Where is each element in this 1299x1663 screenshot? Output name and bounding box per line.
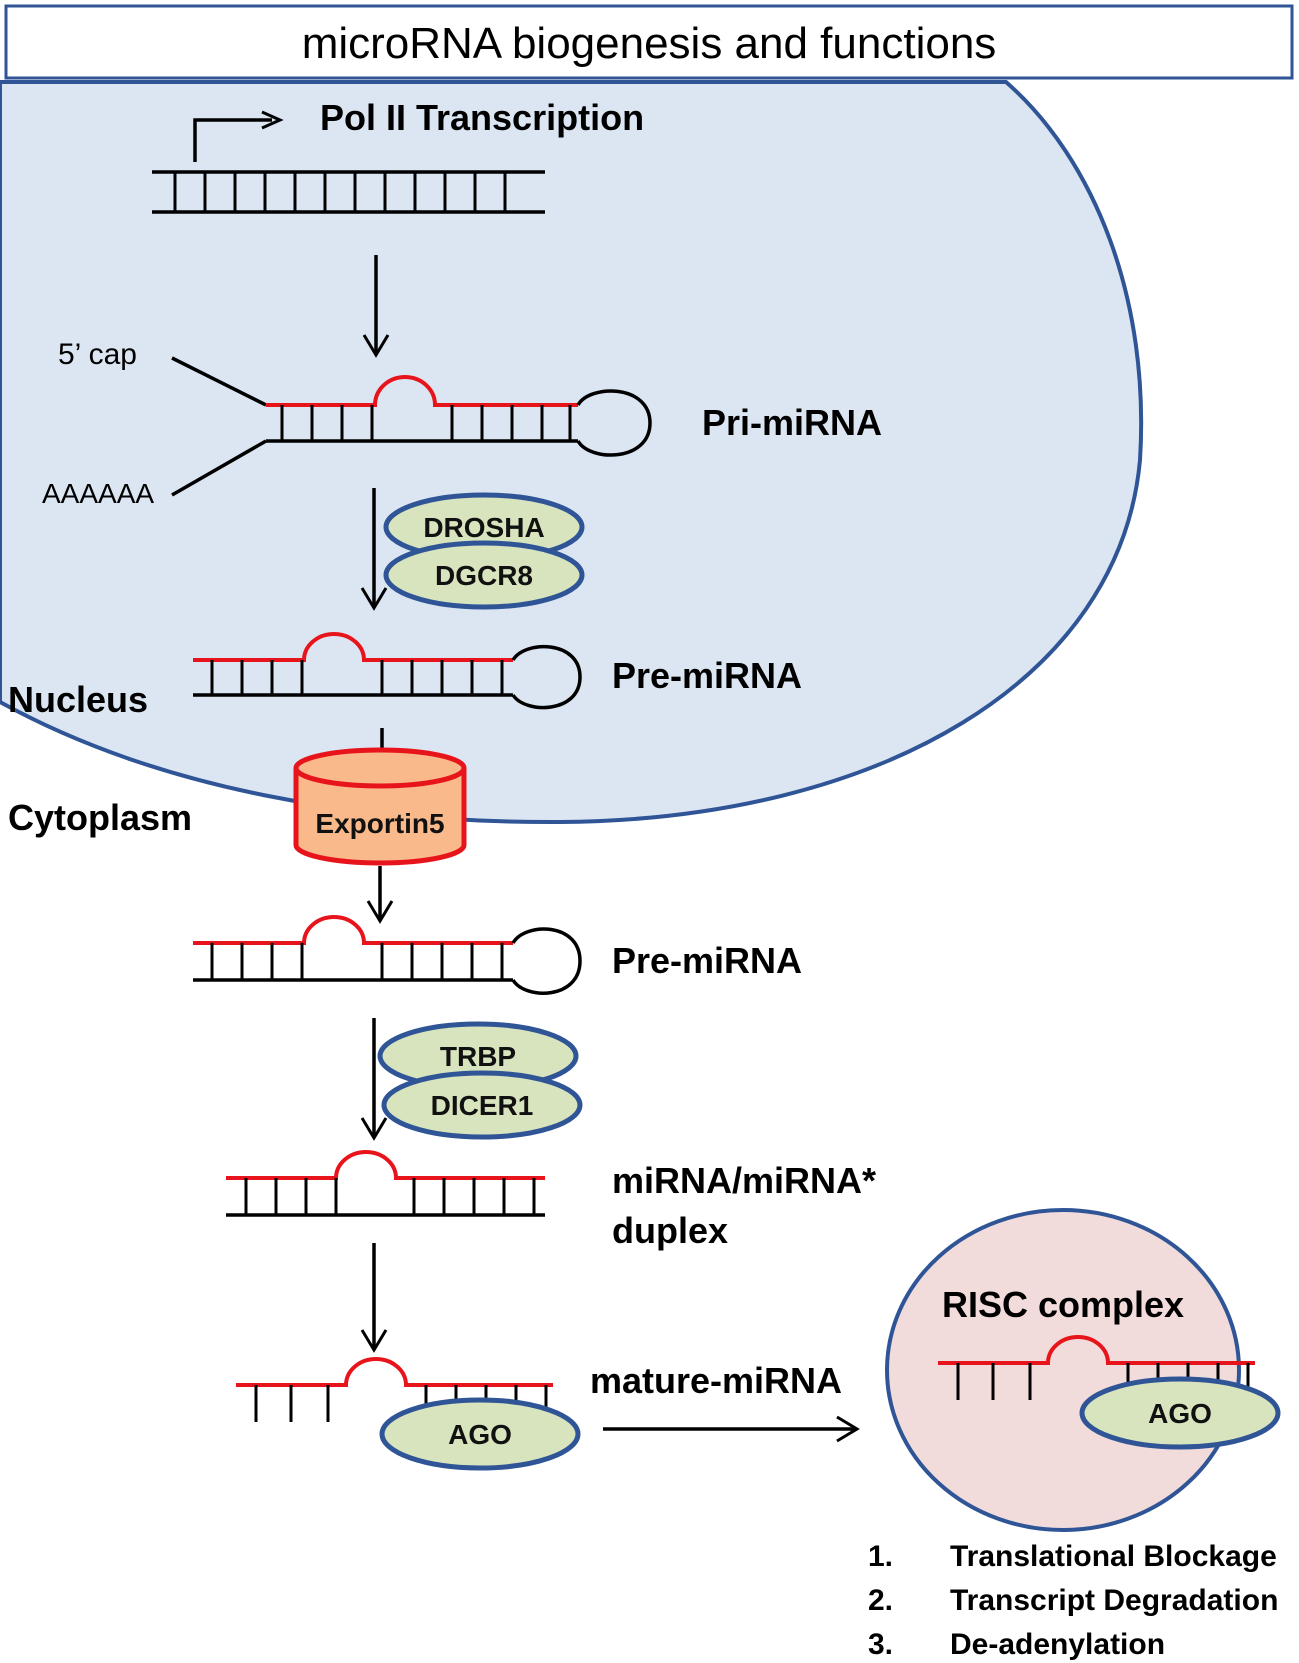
poly-a-tail-label: AAAAAA [42, 478, 154, 509]
trbp-protein: TRBP [377, 1021, 579, 1091]
arrow-to-pri-mirna [362, 255, 390, 358]
function-text: Translational Blockage [950, 1540, 1277, 1573]
duplex-label-line2: duplex [612, 1210, 728, 1251]
mature-mirna-label: mature-miRNA [590, 1360, 842, 1401]
function-number: 1. [868, 1540, 893, 1573]
cytoplasm-label: Cytoplasm [8, 797, 192, 838]
function-number: 2. [868, 1584, 893, 1617]
five-prime-cap-label: 5’ cap [58, 338, 137, 371]
dicer1-protein: DICER1 [381, 1070, 583, 1140]
dgcr8-label: DGCR8 [435, 560, 533, 591]
nucleus-membrane [0, 80, 1144, 825]
pre-mirna-cytoplasmic-label: Pre-miRNA [612, 940, 802, 981]
dgcr8-protein: DGCR8 [383, 540, 585, 610]
diagram-title: microRNA biogenesis and functions [302, 19, 997, 68]
dicer1-label: DICER1 [431, 1090, 534, 1121]
risc-ago-protein: AGO [1079, 1376, 1281, 1450]
pri-mirna-label: Pri-miRNA [702, 402, 882, 443]
title-box: microRNA biogenesis and functions [4, 4, 1294, 80]
function-text: De-adenylation [950, 1628, 1165, 1661]
arrow-to-cytoplasmic-pre-mirna [366, 866, 394, 924]
mirna-duplex [226, 1150, 545, 1217]
arrow-to-risc [603, 1415, 860, 1443]
arrow-to-mature-mirna [360, 1243, 388, 1353]
pri-mirna-hairpin [171, 356, 652, 497]
risc-ago-label: AGO [1148, 1398, 1212, 1429]
duplex-label-line1: miRNA/miRNA* [612, 1160, 876, 1201]
dna-duplex [152, 170, 545, 214]
risc-complex-label: RISC complex [942, 1284, 1184, 1325]
risc-complex: RISC complex AGO [885, 1208, 1281, 1532]
exportin5-label: Exportin5 [315, 808, 444, 839]
pol2-transcription-label: Pol II Transcription [320, 97, 644, 138]
nucleus-label: Nucleus [8, 679, 148, 720]
pre-mirna-hairpin-cytoplasmic [193, 915, 582, 995]
function-text: Transcript Degradation [950, 1584, 1278, 1617]
function-number: 3. [868, 1628, 893, 1661]
pre-mirna-nuclear-label: Pre-miRNA [612, 655, 802, 696]
transcription-start-arrow [193, 110, 284, 162]
exportin5-channel: Exportin5 [293, 747, 467, 866]
arrow-to-pre-mirna [360, 488, 388, 611]
functions-list: 1. Translational Blockage 2. Transcript … [868, 1540, 1278, 1661]
drosha-label: DROSHA [423, 512, 544, 543]
ago-protein: AGO [379, 1397, 581, 1471]
pre-mirna-hairpin-nuclear [193, 632, 582, 710]
ago-label: AGO [448, 1419, 512, 1450]
trbp-label: TRBP [440, 1041, 516, 1072]
arrow-to-duplex [360, 1018, 388, 1141]
